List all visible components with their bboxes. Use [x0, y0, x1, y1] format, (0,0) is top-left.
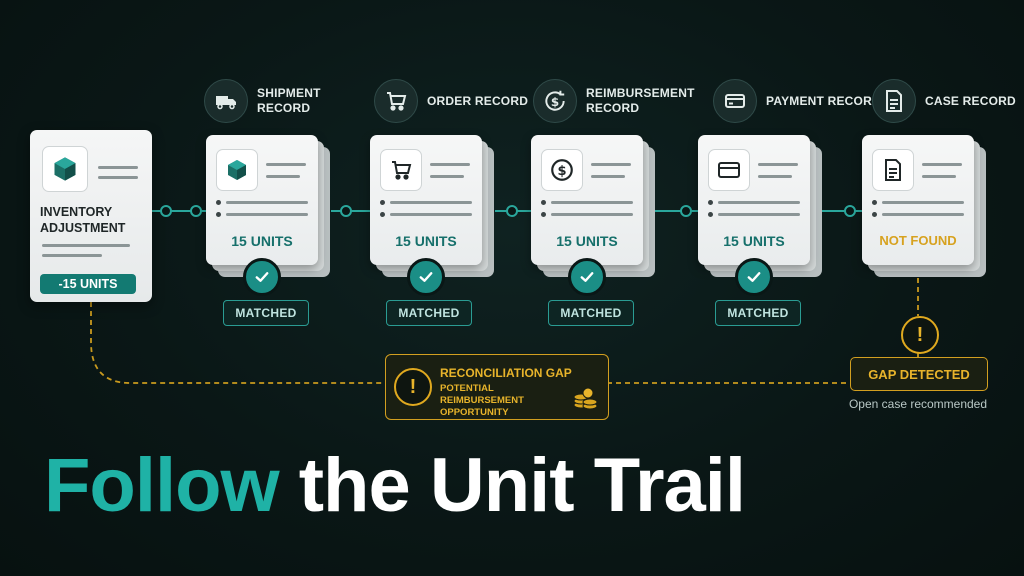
- headline-highlight: Follow: [44, 443, 280, 528]
- case-record-card: NOT FOUND: [862, 135, 986, 277]
- shipment-matched-badge: MATCHED: [223, 300, 309, 326]
- headline: Follow the Unit Trail: [44, 442, 746, 529]
- svg-text:$: $: [551, 95, 559, 109]
- reimbursement-matched-badge: MATCHED: [548, 300, 634, 326]
- reimbursement-units: 15 UNITS: [556, 233, 618, 249]
- cart-icon: [374, 79, 418, 123]
- gap-detected-badge: GAP DETECTED: [850, 357, 988, 391]
- check-icon: [735, 258, 773, 296]
- warning-icon: !: [394, 368, 432, 406]
- header-payment-record: PAYMENT RECORD: [713, 78, 886, 124]
- reimbursement-record-card: $ 15 UNITS: [531, 135, 655, 277]
- cube-icon: [42, 146, 88, 192]
- shipment-record-label: SHIPMENT RECORD: [257, 86, 321, 115]
- truck-icon: [204, 79, 248, 123]
- card-icon: [708, 149, 750, 191]
- cart-icon: [380, 149, 422, 191]
- inventory-adjustment-card: INVENTORY ADJUSTMENT -15 UNITS: [30, 130, 152, 302]
- svg-text:$: $: [557, 164, 566, 179]
- order-record-label: ORDER RECORD: [427, 93, 529, 108]
- connector-node: [680, 205, 692, 217]
- header-shipment-record: SHIPMENT RECORD: [204, 78, 377, 124]
- shipment-units: 15 UNITS: [231, 233, 293, 249]
- shipment-record-card: 15 UNITS: [206, 135, 330, 277]
- open-case-note: Open case recommended: [848, 397, 988, 411]
- check-icon: [407, 258, 445, 296]
- reimbursement-record-label: REIMBURSEMENT RECORD: [586, 86, 695, 115]
- payment-record-label: PAYMENT RECORD: [766, 93, 881, 108]
- connector-node: [506, 205, 518, 217]
- order-record-card: 15 UNITS: [370, 135, 494, 277]
- gap-trail-left: [90, 302, 385, 384]
- connector-node: [340, 205, 352, 217]
- payment-matched-badge: MATCHED: [715, 300, 801, 326]
- connector-node: [190, 205, 202, 217]
- dollar-icon: $: [541, 149, 583, 191]
- payment-record-card: 15 UNITS: [698, 135, 822, 277]
- connector-node: [160, 205, 172, 217]
- reconciliation-gap-box: ! RECONCILIATION GAP POTENTIAL REIMBURSE…: [385, 354, 609, 420]
- order-matched-badge: MATCHED: [386, 300, 472, 326]
- gap-title: RECONCILIATION GAP: [440, 366, 572, 380]
- headline-rest: the Unit Trail: [298, 443, 746, 528]
- header-reimbursement-record: $ REIMBURSEMENT RECORD: [533, 78, 706, 124]
- header-case-record: CASE RECORD: [872, 78, 1024, 124]
- check-icon: [568, 258, 606, 296]
- connector-node: [844, 205, 856, 217]
- header-order-record: ORDER RECORD: [374, 78, 547, 124]
- order-units: 15 UNITS: [395, 233, 457, 249]
- check-icon: [243, 258, 281, 296]
- case-not-found: NOT FOUND: [879, 233, 957, 248]
- document-icon: [872, 79, 916, 123]
- warning-icon: !: [901, 316, 939, 354]
- document-icon: [872, 149, 914, 191]
- case-record-label: CASE RECORD: [925, 93, 1016, 108]
- inventory-units-badge: -15 UNITS: [40, 274, 136, 294]
- inventory-title: INVENTORY ADJUSTMENT: [40, 205, 126, 235]
- cube-icon: [216, 149, 258, 191]
- payment-units: 15 UNITS: [723, 233, 785, 249]
- dollar-cycle-icon: $: [533, 79, 577, 123]
- gap-subtitle: POTENTIAL REIMBURSEMENT OPPORTUNITY: [440, 383, 524, 418]
- coins-icon: [572, 385, 598, 416]
- card-icon: [713, 79, 757, 123]
